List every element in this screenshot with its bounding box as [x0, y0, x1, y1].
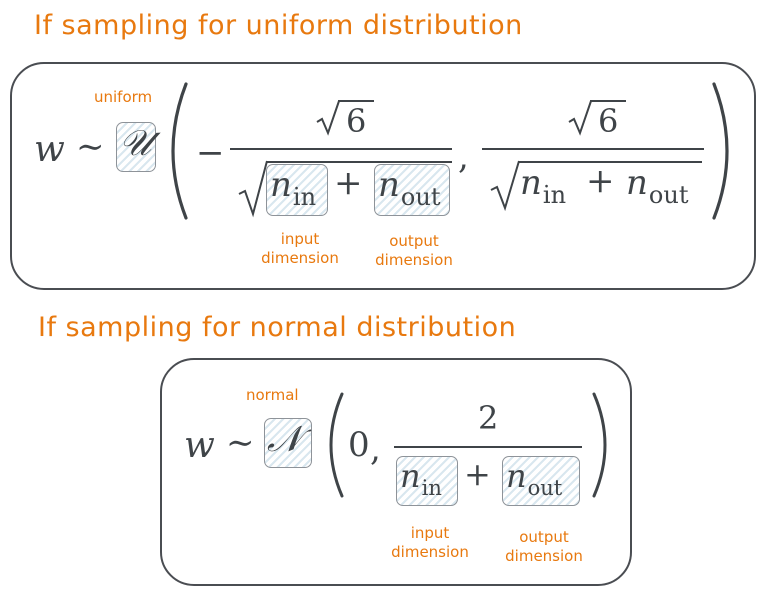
input-dimension-highlight [396, 456, 458, 506]
normal-right-paren [592, 392, 607, 498]
sqrt-bar [338, 100, 374, 102]
sqrt-bar [266, 161, 452, 163]
normal-symbol-highlight [264, 418, 312, 468]
normal-distribution-symbol: 𝒩 [267, 419, 302, 460]
normal-heading: If sampling for normal distribution [38, 312, 517, 343]
n-out-term: nout [626, 163, 689, 209]
input-dimension-highlight [266, 164, 328, 216]
distributed-as-symbol: ∼ [226, 423, 255, 463]
six-numerator: 6 [346, 102, 367, 140]
uniform-distribution-symbol: 𝒰 [119, 123, 152, 164]
minus-sign: − [196, 133, 225, 173]
sqrt-icon [490, 160, 520, 212]
zero: 0 [348, 425, 370, 465]
fraction-bar [230, 148, 452, 150]
uniform-right-paren [712, 82, 729, 220]
fraction-bar [394, 446, 582, 448]
input-dimension-annotation: input dimension [391, 524, 469, 561]
distributed-as-symbol: ∼ [76, 127, 105, 167]
out-subscript: out [527, 476, 563, 500]
comma: , [370, 429, 381, 469]
uniform-left-paren [171, 82, 188, 220]
six-numerator: 6 [598, 102, 619, 140]
output-dimension-annotation: output dimension [505, 528, 583, 565]
output-dimension-annotation: output dimension [375, 232, 453, 269]
output-dimension-highlight [502, 456, 580, 506]
fraction-bar [482, 148, 704, 150]
weight-variable: w [34, 129, 65, 170]
plus-sign: + [334, 163, 363, 203]
sqrt-bar [518, 161, 702, 163]
normal-annotation: normal [246, 386, 299, 404]
out-subscript: out [648, 181, 689, 209]
weight-variable: w [184, 425, 215, 466]
comma: , [458, 137, 469, 177]
sqrt-bar [590, 100, 626, 102]
out-subscript: out [400, 183, 441, 211]
uniform-annotation: uniform [94, 88, 153, 106]
normal-left-paren [329, 392, 344, 498]
n-in-term: nin [400, 457, 442, 500]
two-numerator: 2 [478, 399, 499, 437]
sqrt-icon [238, 160, 268, 218]
output-dimension-highlight [374, 164, 450, 216]
sqrt-icon [316, 100, 340, 136]
n-out-term: nout [378, 165, 441, 211]
n-out-term: nout [506, 457, 563, 500]
uniform-heading: If sampling for uniform distribution [34, 10, 523, 41]
in-subscript: in [292, 183, 317, 211]
n-in-term: nin [270, 165, 317, 211]
plus-sign: + [586, 161, 615, 201]
sqrt-icon [568, 100, 592, 136]
input-dimension-annotation: input dimension [261, 230, 339, 267]
in-subscript: in [421, 476, 442, 500]
n-in-term: nin [520, 163, 567, 209]
uniform-symbol-highlight [116, 122, 156, 172]
in-subscript: in [542, 181, 567, 209]
plus-sign: + [464, 455, 491, 493]
